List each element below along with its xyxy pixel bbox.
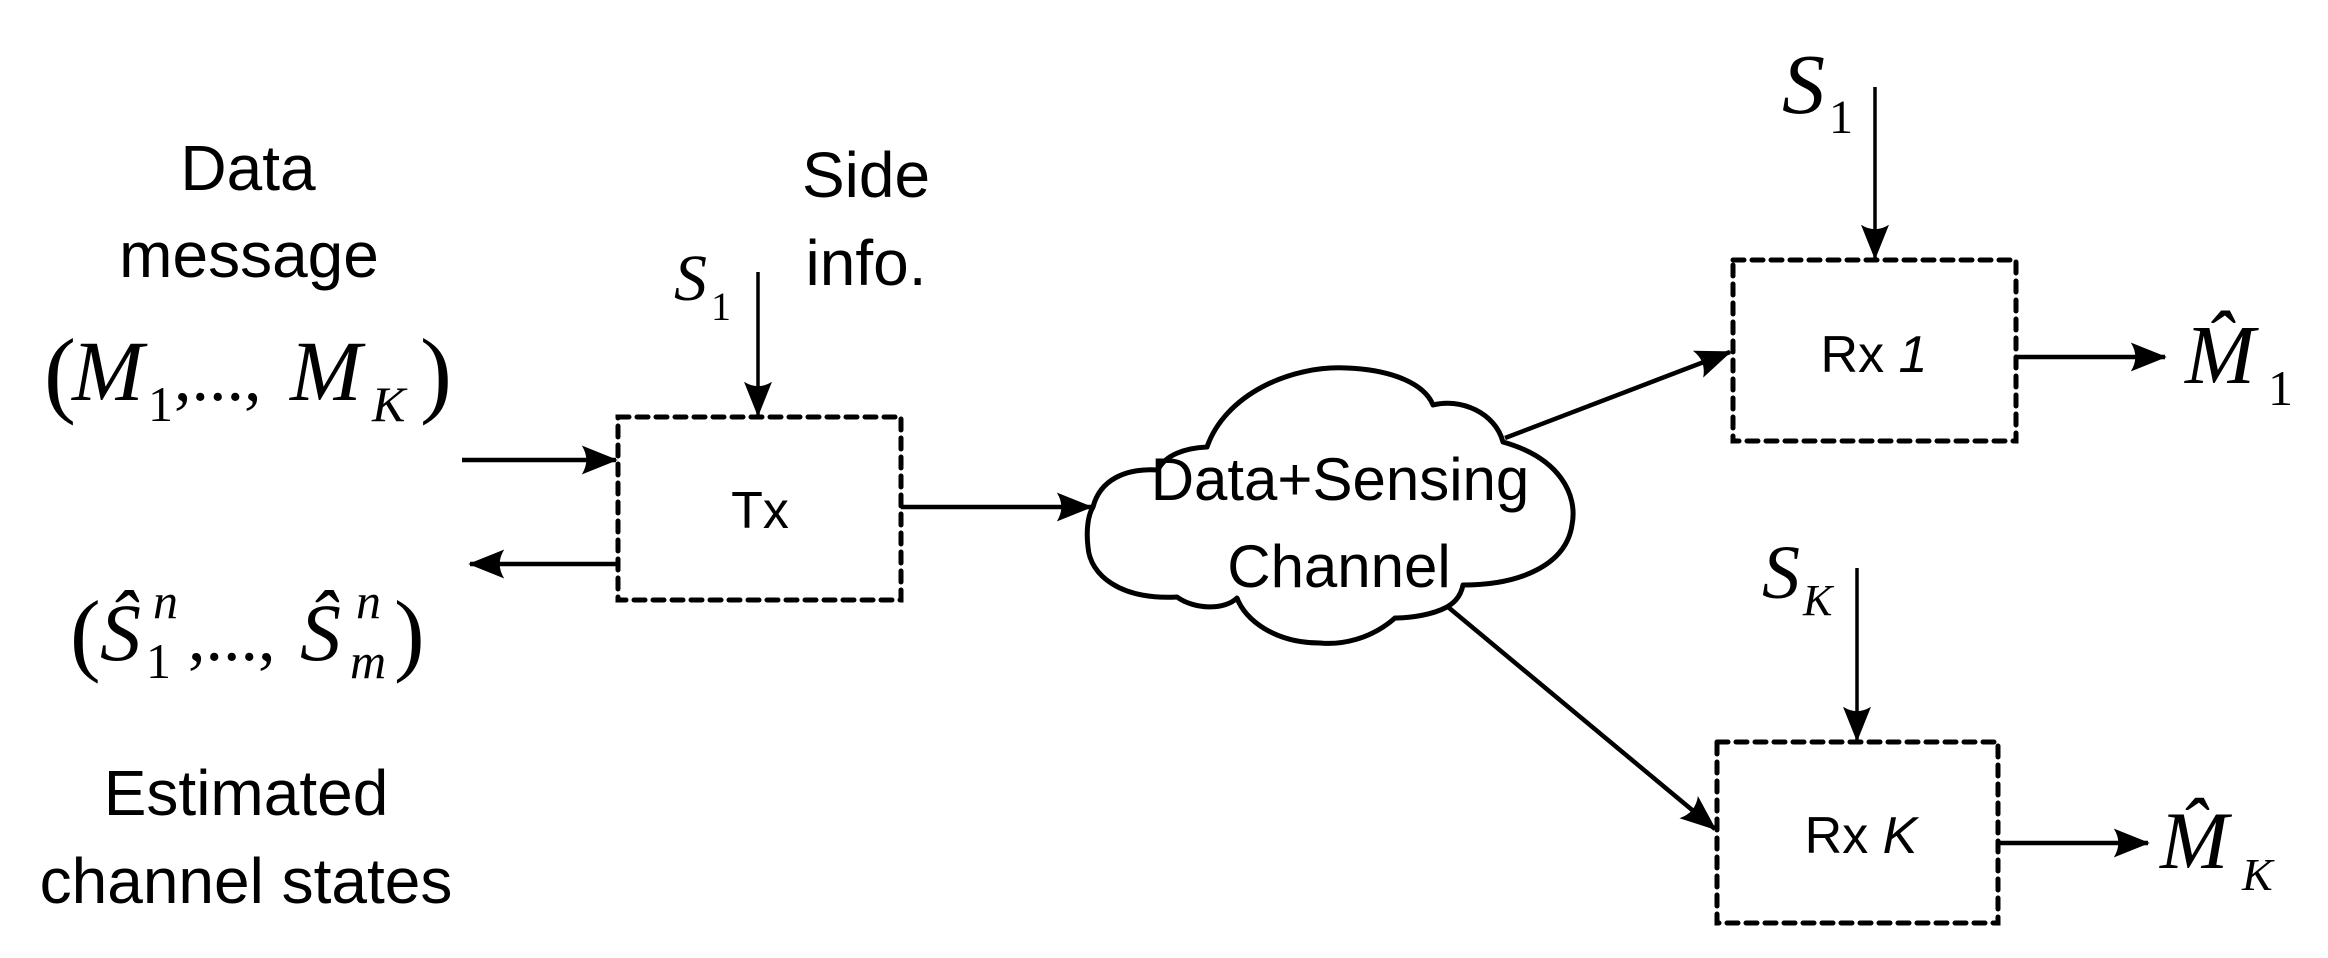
- side-info-line1: Side: [802, 139, 930, 211]
- tx-label: Tx: [731, 482, 789, 540]
- channel-to-rxk-arrow: [1446, 605, 1717, 831]
- tuple-ellipsis: ,...,: [174, 339, 262, 416]
- rxk-label: Rx K: [1805, 807, 1920, 865]
- rxk-output-subscript: K: [2241, 849, 2275, 900]
- rx1-side-input-label: S 1: [1782, 36, 1853, 144]
- estimated-states-line1: Estimated: [104, 757, 389, 829]
- rx1-box[interactable]: [1730, 257, 2019, 444]
- tx-block[interactable]: Tx: [615, 414, 904, 603]
- est-sm-subscript: m: [350, 633, 386, 689]
- rxk-output-label: M̂ K: [2159, 795, 2275, 900]
- channel-cloud-shape[interactable]: [1084, 365, 1576, 646]
- tx-side-input-subscript: 1: [711, 284, 731, 329]
- data-message-line2: message: [119, 219, 379, 291]
- rxk-label-prefix: Rx: [1805, 807, 1883, 865]
- data-message-line1: Data: [180, 132, 316, 204]
- side-info-label: Side info.: [802, 139, 930, 299]
- rxk-output-symbol: M̂: [2159, 795, 2233, 886]
- rxk-side-input-subscript: K: [1802, 576, 1835, 625]
- rxk-side-input-label: S K: [1762, 531, 1835, 625]
- rxk-label-index: K: [1883, 807, 1920, 865]
- channel-label-line2: Channel: [1227, 533, 1451, 600]
- est-open-paren: (: [70, 582, 101, 684]
- tuple-open-paren: (: [44, 319, 76, 426]
- tuple-m1-subscript: 1: [148, 376, 173, 432]
- rxk-box[interactable]: [1714, 739, 2001, 926]
- est-close-paren: ): [394, 582, 425, 684]
- message-tuple: ( M 1 ,..., M K ): [44, 319, 452, 432]
- rx1-side-input-subscript: 1: [1829, 91, 1853, 144]
- est-s1-symbol: Ŝ: [100, 587, 141, 678]
- tx-side-input-label: S 1: [674, 242, 731, 329]
- rx1-output-subscript: 1: [2268, 360, 2293, 416]
- est-sm-superscript: n: [356, 573, 381, 629]
- rxk-side-input-symbol: S: [1762, 531, 1800, 615]
- rx1-output-label: M̂ 1: [2184, 309, 2293, 416]
- rx1-side-input-symbol: S: [1782, 36, 1825, 132]
- rx1-output-symbol: M̂: [2184, 309, 2259, 402]
- rx1-label: Rx 1: [1821, 326, 1928, 384]
- tuple-m1-symbol: M: [70, 323, 148, 419]
- est-s1-subscript: 1: [146, 633, 171, 689]
- side-info-line2: info.: [806, 227, 927, 299]
- tuple-close-paren: ): [420, 319, 452, 426]
- data-message-label: Data message: [119, 132, 379, 291]
- estimated-states-label: Estimated channel states: [40, 757, 453, 917]
- est-sm-symbol: Ŝ: [300, 587, 341, 678]
- estimate-tuple: ( Ŝ n 1 ,..., Ŝ n m ): [70, 573, 425, 689]
- channel-block[interactable]: Data+Sensing Channel: [1084, 365, 1576, 646]
- tx-side-input-symbol: S: [674, 242, 707, 315]
- channel-label-line1: Data+Sensing: [1151, 446, 1530, 513]
- rx1-label-index: 1: [1899, 326, 1928, 384]
- tuple-mk-symbol: M: [288, 323, 366, 419]
- tx-box[interactable]: [615, 414, 904, 603]
- estimated-states-line2: channel states: [40, 845, 453, 917]
- rx1-block[interactable]: Rx 1: [1730, 257, 2019, 444]
- rx1-label-prefix: Rx: [1821, 326, 1899, 384]
- est-s1-superscript: n: [153, 573, 178, 629]
- rxk-block[interactable]: Rx K: [1714, 739, 2001, 926]
- tuple-mk-subscript: K: [371, 376, 408, 432]
- est-ellipsis: ,...,: [188, 599, 276, 676]
- channel-to-rx1-arrow: [1504, 349, 1732, 441]
